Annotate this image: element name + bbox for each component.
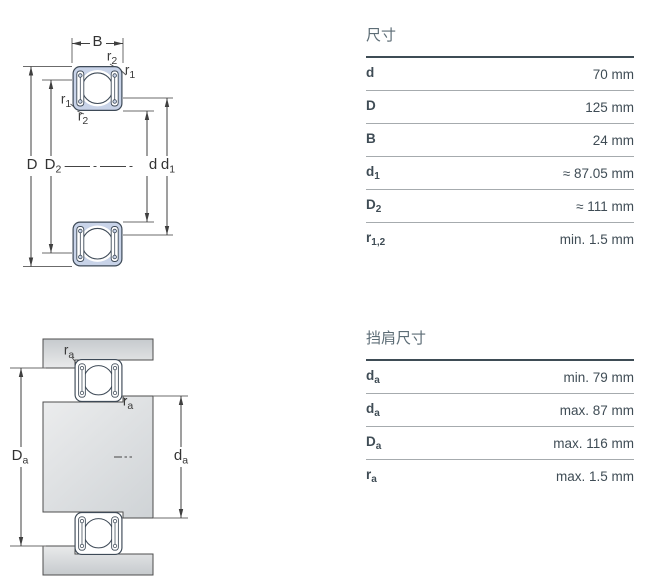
row-label: r1,2: [366, 230, 386, 248]
row-label: D: [366, 98, 376, 113]
table-row: B 24 mm: [366, 124, 634, 157]
row-value: 70 mm: [592, 66, 634, 82]
dim-label-d: d: [145, 156, 161, 176]
row-label: B: [366, 131, 376, 146]
abutment-dimensions-table: 挡肩尺寸 da min. 79 mm da max. 87 mm Da max.…: [366, 330, 634, 492]
table-row: d 70 mm: [366, 58, 634, 91]
dim-label-r2-left: r2: [77, 108, 89, 127]
row-value: min. 79 mm: [563, 369, 634, 385]
table-title: 挡肩尺寸: [366, 330, 427, 347]
dim-label-B: B: [89, 33, 106, 53]
dim-label-ra-mid: ra: [122, 393, 134, 412]
dimensions-table: 尺寸 d 70 mm D 125 mm B 24 mm d1 ≈ 87.05 m…: [366, 27, 634, 255]
row-value: ≈ 111 mm: [576, 198, 634, 214]
table-row: Da max. 116 mm: [366, 427, 634, 460]
technical-drawings: B r2 r1 r1 r2 D D2 d d1 ra ra Da da: [8, 33, 192, 576]
row-label: da: [366, 368, 380, 386]
shaft: [42, 395, 154, 519]
row-value: 24 mm: [592, 132, 634, 148]
row-label: D2: [366, 197, 382, 215]
row-label: d: [366, 65, 375, 80]
row-value: max. 1.5 mm: [555, 468, 634, 484]
table-row: D2 ≈ 111 mm: [366, 190, 634, 223]
dim-label-r2-top: r2: [106, 48, 118, 67]
drawing-canvas: [10, 38, 188, 576]
figure1-cross-section: [23, 38, 173, 267]
dim-label-r1-right: r1: [124, 62, 136, 81]
dim-label-Da: Da: [8, 447, 32, 467]
bearing-section-top: [74, 358, 123, 403]
table-row: r1,2 min. 1.5 mm: [366, 223, 634, 255]
dim-label-d1: d1: [157, 156, 179, 176]
dimension-arrows: [28, 41, 170, 267]
table-row: D 125 mm: [366, 91, 634, 124]
figure2-abutment: [10, 338, 188, 576]
dim-label-D: D: [23, 156, 41, 176]
dim-label-da: da: [170, 447, 192, 467]
bearing-section-top: [72, 65, 123, 111]
table-row: d1 ≈ 87.05 mm: [366, 157, 634, 190]
table-title: 尺寸: [366, 27, 397, 44]
row-label: ra: [366, 467, 377, 485]
row-value: ≈ 87.05 mm: [562, 165, 634, 181]
dim-label-D2: D2: [41, 156, 65, 176]
row-value: min. 1.5 mm: [559, 231, 634, 247]
dim-label-r1-left: r1: [60, 91, 72, 110]
dim-label-ra-top: ra: [63, 342, 75, 361]
bearing-section-bottom: [72, 221, 123, 267]
table-row: da max. 87 mm: [366, 394, 634, 427]
dimension-arrows: [18, 368, 184, 546]
row-label: d1: [366, 164, 380, 182]
table-row: da min. 79 mm: [366, 361, 634, 394]
row-value: max. 87 mm: [559, 402, 634, 418]
table-row: ra max. 1.5 mm: [366, 460, 634, 492]
row-value: max. 116 mm: [553, 435, 634, 451]
bearing-section-bottom: [74, 511, 123, 556]
row-value: 125 mm: [585, 99, 634, 115]
row-label: Da: [366, 434, 382, 452]
row-label: da: [366, 401, 380, 419]
